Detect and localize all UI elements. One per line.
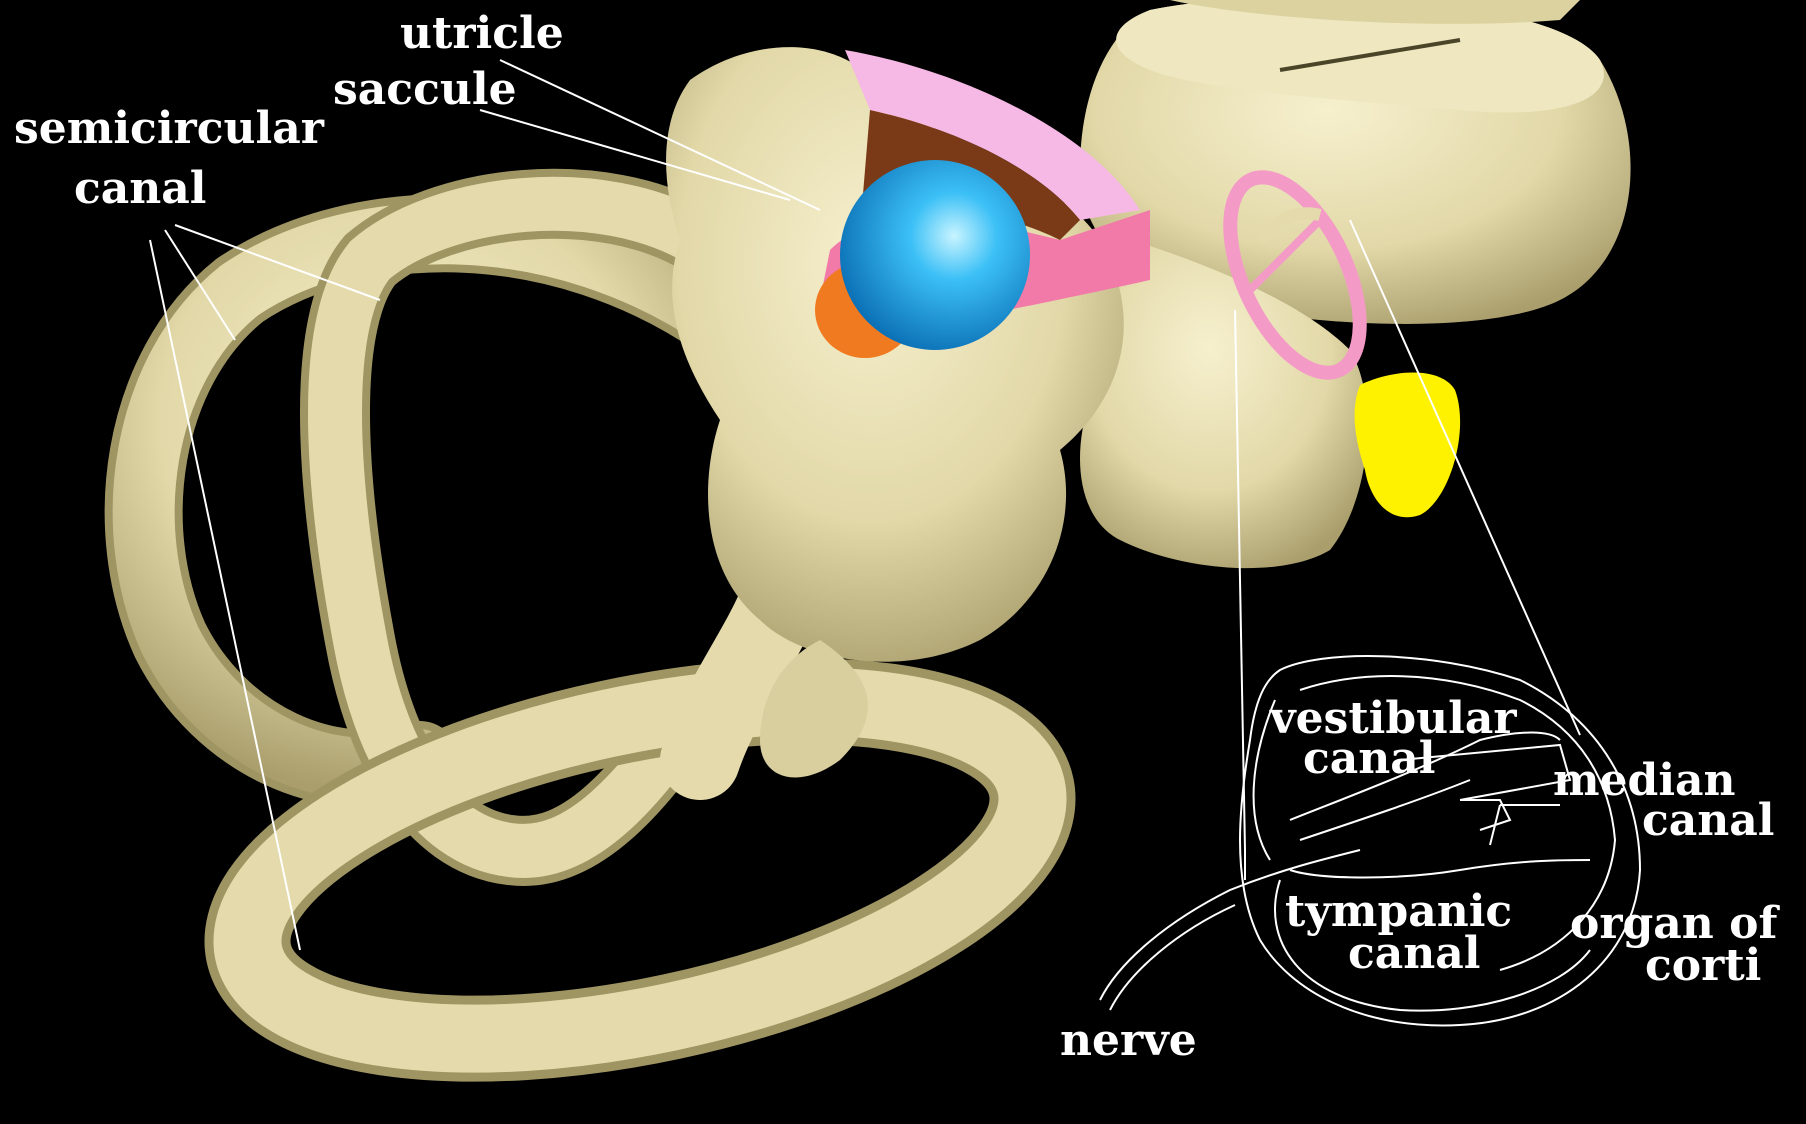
utricle-sphere [840,160,1030,350]
label-tympanic-line2: canal [1348,928,1481,979]
label-vestibular-line2: canal [1303,733,1436,784]
label-saccule: saccule [333,64,517,115]
label-semicircular-line2: canal [74,163,207,214]
label-semicircular-line1: semicircular [14,103,325,154]
label-organ-line2: corti [1645,940,1761,991]
label-utricle: utricle [400,8,564,59]
label-nerve: nerve [1060,1015,1197,1066]
label-median-line2: canal [1642,795,1775,846]
